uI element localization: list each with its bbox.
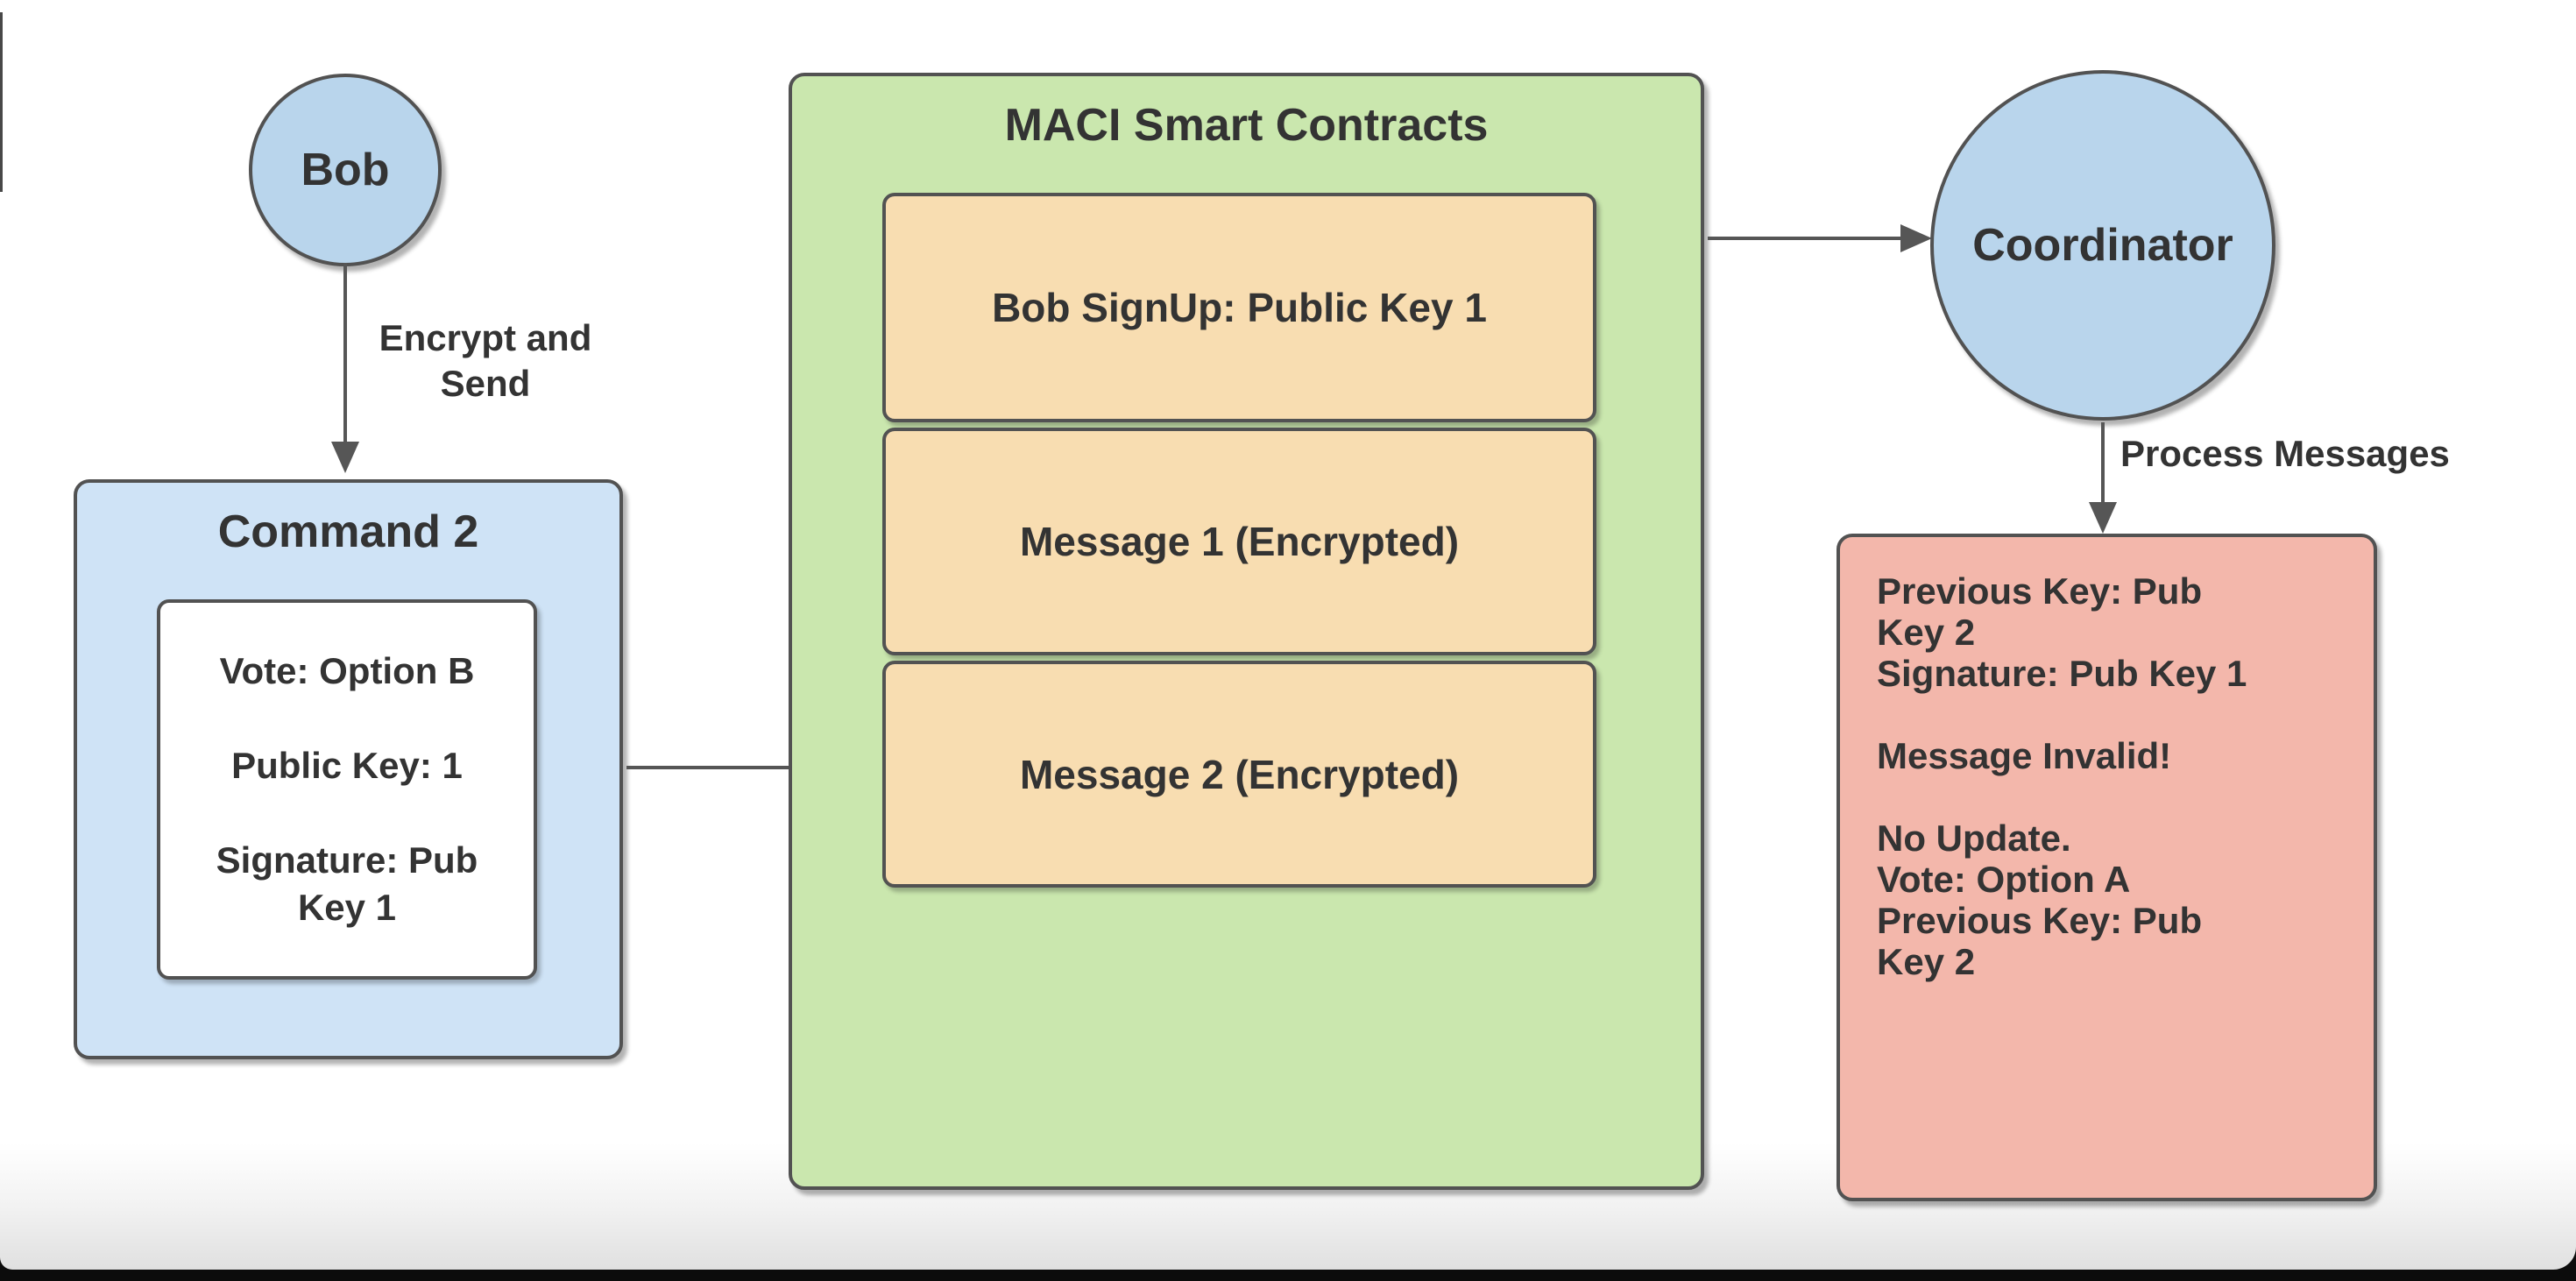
edge-contracts-to-coordinator-arrowhead-icon xyxy=(1900,224,1932,252)
processing-result-box: Previous Key: Pub Key 2 Signature: Pub K… xyxy=(1836,534,2377,1201)
contract-entry-bob-signup-label: Bob SignUp: Public Key 1 xyxy=(992,285,1487,330)
screenshot-left-edge-artifact xyxy=(0,12,3,192)
edge-label-encrypt-and-send: Encrypt and Send xyxy=(379,317,592,404)
actor-coordinator-label: Coordinator xyxy=(1972,220,2233,271)
edge-command-to-message2-line xyxy=(626,766,851,769)
command-2-payload: Vote: Option B Public Key: 1 Signature: … xyxy=(157,599,537,980)
edge-coordinator-to-result-arrowhead-icon xyxy=(2089,502,2117,534)
edge-contracts-to-coordinator-line xyxy=(1708,237,1902,240)
edge-label-process-messages: Process Messages xyxy=(2120,433,2450,474)
actor-bob: Bob xyxy=(249,74,442,266)
actor-coordinator: Coordinator xyxy=(1930,70,2275,421)
contract-entry-message-1-label: Message 1 (Encrypted) xyxy=(1019,519,1460,564)
edge-bob-to-command-line xyxy=(343,263,347,442)
command-2-title: Command 2 xyxy=(217,506,479,557)
edge-coordinator-to-result-line xyxy=(2101,422,2105,505)
contract-entry-message-2-label: Message 2 (Encrypted) xyxy=(1019,751,1460,797)
command-2-box: Command 2 Vote: Option B Public Key: 1 S… xyxy=(74,479,623,1059)
maci-smart-contracts-title: MACI Smart Contracts xyxy=(1004,100,1489,151)
edge-bob-to-command-arrowhead-icon xyxy=(331,442,359,473)
contract-entry-message-2: Message 2 (Encrypted) xyxy=(882,661,1596,888)
contract-entry-bob-signup: Bob SignUp: Public Key 1 xyxy=(882,193,1596,422)
actor-bob-label: Bob xyxy=(301,145,390,195)
maci-smart-contracts-box: MACI Smart Contracts Bob SignUp: Public … xyxy=(789,73,1704,1190)
contract-entry-message-1: Message 1 (Encrypted) xyxy=(882,428,1596,655)
